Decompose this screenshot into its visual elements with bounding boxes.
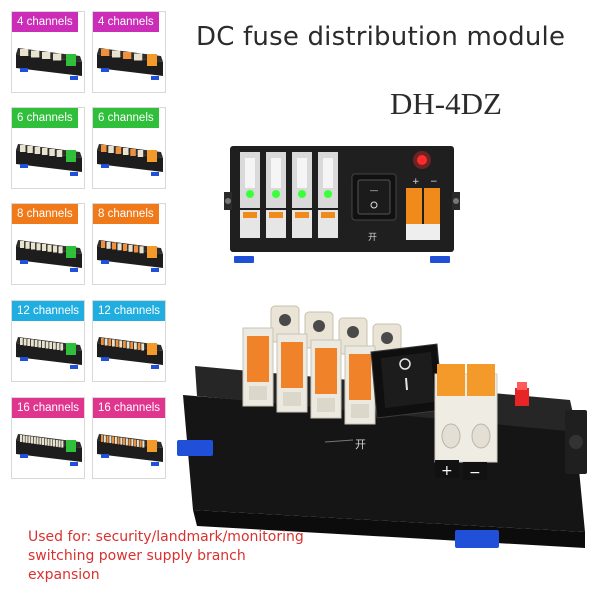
usage-line: switching power supply branch xyxy=(28,548,246,564)
variant-channel-label: 4 channels xyxy=(93,12,159,32)
variant-channel-label: 8 channels xyxy=(93,204,159,224)
minus-marking: − xyxy=(469,465,481,481)
variant-channel-label: 16 channels xyxy=(12,398,84,418)
usage-description: Used for: security/landmark/monitoring s… xyxy=(28,528,328,585)
variant-thumbnail[interactable]: 12 channels xyxy=(11,300,85,382)
variant-channel-label: 12 channels xyxy=(12,301,84,321)
module-thumbnail-image xyxy=(97,240,163,272)
variant-channel-label: 16 channels xyxy=(93,398,165,418)
usage-line: expansion xyxy=(28,567,100,583)
variant-thumbnail[interactable]: 6 channels xyxy=(92,107,166,189)
module-thumbnail-image xyxy=(97,337,163,369)
usage-line: Used for: security/landmark/monitoring xyxy=(28,529,304,545)
module-thumbnail-image xyxy=(16,144,82,176)
svg-text:—: — xyxy=(370,186,378,195)
svg-text:−: − xyxy=(430,177,438,187)
module-thumbnail-image xyxy=(97,48,163,80)
variant-channel-label: 12 channels xyxy=(93,301,165,321)
module-thumbnail-image xyxy=(16,337,82,369)
variant-thumbnail[interactable]: 4 channels xyxy=(11,11,85,93)
module-angled-view-image: + − 开 xyxy=(177,305,587,548)
variant-thumbnail[interactable]: 4 channels xyxy=(92,11,166,93)
module-thumbnail-image xyxy=(16,48,82,80)
variant-thumbnail[interactable]: 8 channels xyxy=(11,203,85,285)
variant-thumbnail[interactable]: 16 channels xyxy=(11,397,85,479)
module-top-view-image: — + − 开 xyxy=(224,146,460,263)
variant-thumbnail[interactable]: 12 channels xyxy=(92,300,166,382)
module-thumbnail-image xyxy=(16,240,82,272)
plus-marking: + xyxy=(441,463,453,479)
module-thumbnail-image xyxy=(97,434,163,466)
variant-thumbnail[interactable]: 16 channels xyxy=(92,397,166,479)
module-thumbnail-image xyxy=(16,434,82,466)
variant-channel-label: 6 channels xyxy=(93,108,159,128)
model-number: DH-4DZ xyxy=(390,86,502,121)
variant-channel-label: 8 channels xyxy=(12,204,78,224)
variant-thumbnail[interactable]: 8 channels xyxy=(92,203,166,285)
variant-channel-label: 4 channels xyxy=(12,12,78,32)
svg-text:开: 开 xyxy=(368,232,377,243)
switch-marking: 开 xyxy=(355,438,366,451)
module-thumbnail-image xyxy=(97,144,163,176)
variant-thumbnail[interactable]: 6 channels xyxy=(11,107,85,189)
svg-text:+: + xyxy=(412,177,420,187)
page-title: DC fuse distribution module xyxy=(196,22,566,52)
variant-channel-label: 6 channels xyxy=(12,108,78,128)
